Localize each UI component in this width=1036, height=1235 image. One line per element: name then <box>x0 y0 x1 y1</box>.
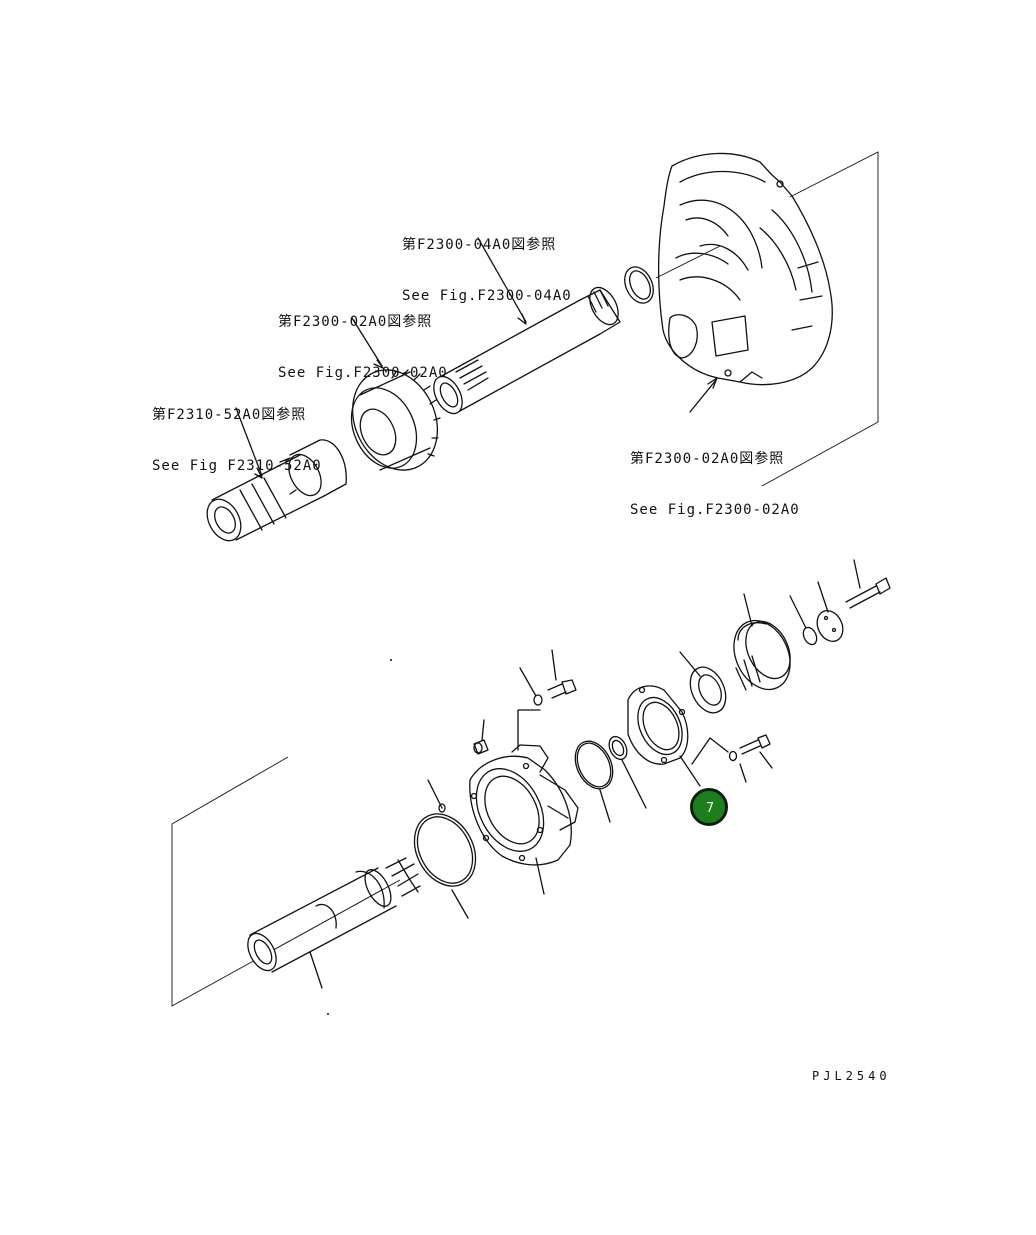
coupling <box>733 619 791 691</box>
input-shaft <box>206 439 347 542</box>
retainer-housing <box>469 744 579 866</box>
stray-dot <box>327 1013 329 1015</box>
reference-label-3: 第F2310-52A0図参照 See Fig F2310-52A0 <box>152 373 322 492</box>
o-ring-small <box>574 740 614 790</box>
part-callout-button[interactable]: 7 <box>690 788 728 826</box>
transmission-housing <box>657 152 833 386</box>
end-plate <box>816 609 844 643</box>
oil-seal <box>608 735 628 761</box>
small-pin <box>438 803 446 813</box>
snap-ring <box>624 266 654 304</box>
bracket-line <box>517 709 541 751</box>
end-bolt <box>845 577 891 609</box>
bearing <box>689 666 727 714</box>
cover-plate <box>627 685 689 765</box>
bolt-left <box>533 679 577 706</box>
reference-ja: 第F2310-52A0図参照 <box>152 407 307 423</box>
reference-label-1: 第F2300-04A0図参照 See Fig.F2300-04A0 <box>402 203 572 322</box>
reference-label-4: 第F2300-02A0図参照 See Fig.F2300-02A0 <box>630 417 800 536</box>
o-ring-large <box>413 813 477 887</box>
reference-ja: 第F2300-02A0図参照 <box>278 314 433 330</box>
reference-en: See Fig F2310-52A0 <box>152 458 322 474</box>
upper-frame <box>761 151 879 487</box>
link-line <box>691 737 729 765</box>
reference-ja: 第F2300-04A0図参照 <box>402 237 557 253</box>
stray-dot <box>390 659 392 661</box>
reference-en: See Fig.F2300-02A0 <box>278 365 448 381</box>
lower-frame <box>171 756 401 1007</box>
output-shaft <box>247 857 421 973</box>
reference-ja: 第F2300-02A0図参照 <box>630 451 785 467</box>
axis-line-upper <box>655 245 721 279</box>
drawing-id: PJL2540 <box>812 1069 891 1083</box>
lower-leader-lines <box>309 559 861 989</box>
reference-label-2: 第F2300-02A0図参照 See Fig.F2300-02A0 <box>278 280 448 399</box>
gear-assembly <box>350 369 441 471</box>
o-ring-tiny <box>802 626 818 646</box>
reference-en: See Fig.F2300-04A0 <box>402 288 572 304</box>
breather-plug <box>473 739 489 755</box>
upper-long-shaft <box>433 286 621 415</box>
upper-leader-lines <box>235 237 718 479</box>
part-callout-number: 7 <box>705 801 715 816</box>
bolt-right <box>728 734 771 762</box>
reference-en: See Fig.F2300-02A0 <box>630 502 800 518</box>
